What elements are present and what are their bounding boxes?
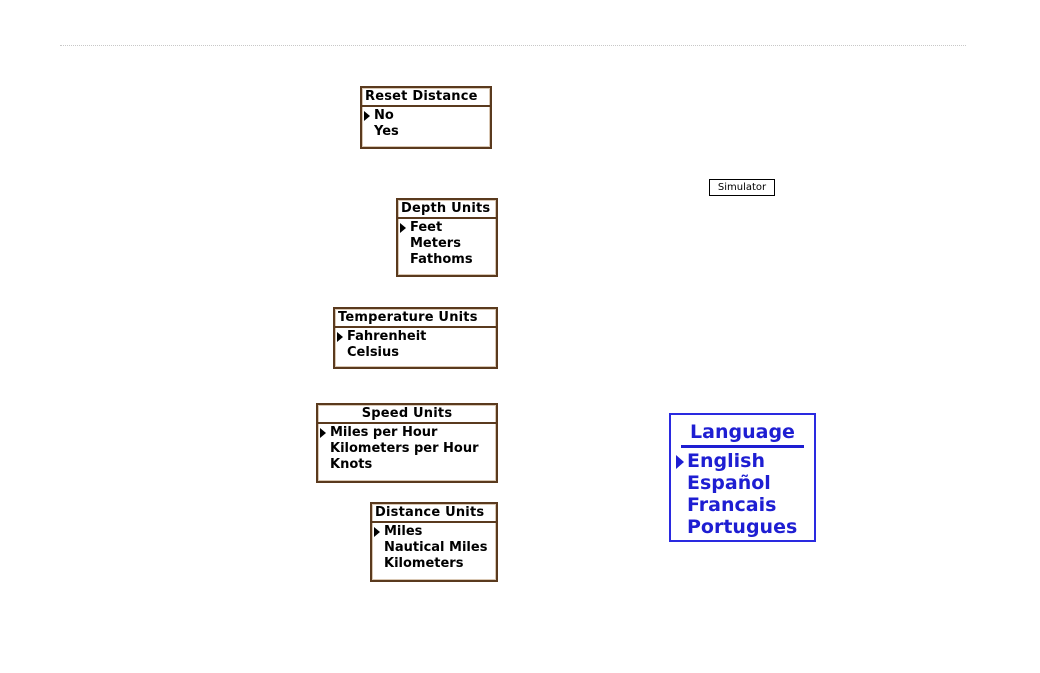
depth-units-title: Depth Units	[398, 200, 496, 219]
selection-arrow-icon	[676, 455, 684, 469]
speed-units-menu: Speed Units Miles per Hour Kilometers pe…	[316, 403, 498, 483]
speed-units-option-kph[interactable]: Kilometers per Hour	[318, 441, 496, 457]
selection-arrow-icon	[400, 223, 406, 233]
distance-units-menu: Distance Units Miles Nautical Miles Kilo…	[370, 502, 498, 582]
language-option-francais[interactable]: Francais	[671, 494, 814, 516]
selection-arrow-icon	[374, 527, 380, 537]
speed-units-option-knots[interactable]: Knots	[318, 457, 496, 473]
temperature-units-option-fahrenheit[interactable]: Fahrenheit	[335, 329, 496, 345]
speed-units-option-mph[interactable]: Miles per Hour	[318, 425, 496, 441]
distance-units-option-kilometers[interactable]: Kilometers	[372, 556, 496, 572]
language-menu: Language English Español Francais Portug…	[669, 413, 816, 542]
depth-units-option-fathoms[interactable]: Fathoms	[398, 252, 496, 268]
selection-arrow-icon	[337, 332, 343, 342]
speed-units-title: Speed Units	[318, 405, 496, 424]
language-title: Language	[681, 421, 804, 448]
page-divider	[60, 45, 966, 46]
depth-units-option-meters[interactable]: Meters	[398, 236, 496, 252]
temperature-units-menu: Temperature Units Fahrenheit Celsius	[333, 307, 498, 369]
reset-distance-title: Reset Distance	[362, 88, 490, 107]
selection-arrow-icon	[364, 111, 370, 121]
distance-units-title: Distance Units	[372, 504, 496, 523]
reset-distance-menu: Reset Distance No Yes	[360, 86, 492, 149]
temperature-units-title: Temperature Units	[335, 309, 496, 328]
language-option-english[interactable]: English	[671, 450, 814, 472]
depth-units-menu: Depth Units Feet Meters Fathoms	[396, 198, 498, 277]
language-option-espanol[interactable]: Español	[671, 472, 814, 494]
reset-distance-option-yes[interactable]: Yes	[362, 124, 490, 140]
reset-distance-option-no[interactable]: No	[362, 108, 490, 124]
simulator-button[interactable]: Simulator	[709, 179, 775, 196]
distance-units-option-nautical-miles[interactable]: Nautical Miles	[372, 540, 496, 556]
selection-arrow-icon	[320, 428, 326, 438]
language-option-portugues[interactable]: Portugues	[671, 516, 814, 538]
depth-units-option-feet[interactable]: Feet	[398, 220, 496, 236]
temperature-units-option-celsius[interactable]: Celsius	[335, 345, 496, 361]
distance-units-option-miles[interactable]: Miles	[372, 524, 496, 540]
